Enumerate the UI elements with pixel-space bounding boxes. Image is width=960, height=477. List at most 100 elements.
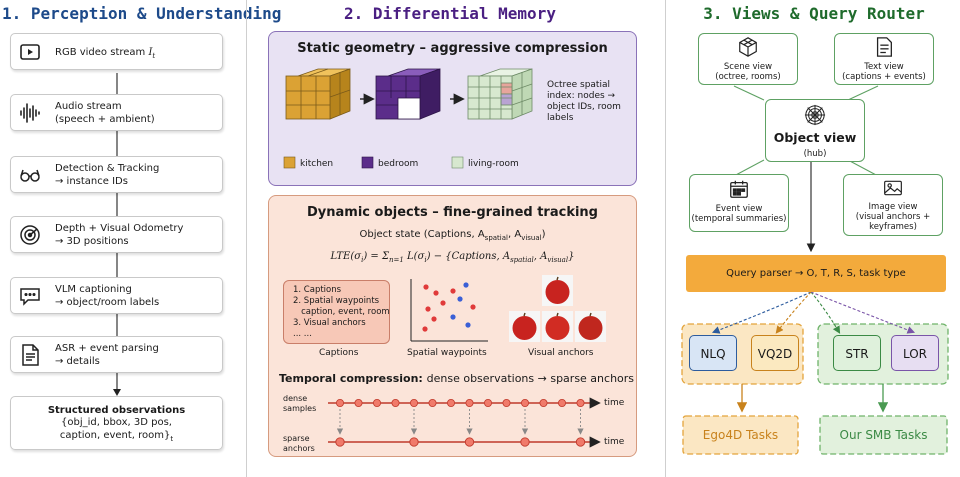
dense-sample-dot bbox=[446, 398, 455, 407]
sparse-anchor-dot bbox=[575, 437, 586, 447]
cube-grid-icon bbox=[739, 37, 757, 57]
smb-tasks-label: Our SMB Tasks bbox=[839, 428, 928, 442]
dense-sample-dot bbox=[576, 398, 585, 407]
column-divider bbox=[246, 0, 247, 477]
dense-sample-dot bbox=[354, 398, 363, 407]
octree-note: Octree spatial index: nodes → object IDs… bbox=[547, 80, 621, 123]
captions-list: 1. Captions 2. Spatial waypoints caption… bbox=[293, 285, 390, 339]
dense-sample-dot bbox=[539, 398, 548, 407]
captions-list-box: 1. Captions 2. Spatial waypoints caption… bbox=[283, 280, 390, 344]
image-view-box: Image view (visual anchors + keyframes) bbox=[843, 174, 943, 236]
image-view-label: Image view (visual anchors + keyframes) bbox=[855, 202, 931, 232]
text-document-icon bbox=[876, 37, 892, 57]
dense-sample-dot bbox=[391, 398, 400, 407]
apple-images bbox=[509, 275, 606, 342]
object-view-label: Object view bbox=[773, 130, 857, 145]
rgb-stream-label: RGB video stream bbox=[55, 47, 149, 58]
detection-tracking-box: Detection & Tracking → instance IDs bbox=[10, 156, 223, 193]
event-view-label: Event view (temporal summaries) bbox=[691, 204, 787, 224]
dynamic-illustration bbox=[328, 275, 606, 448]
spiderweb-icon bbox=[804, 104, 826, 126]
visual-anchors-caption: Visual anchors bbox=[528, 348, 594, 358]
task-nlq: NLQ bbox=[689, 335, 737, 371]
legend-bedroom: bedroom bbox=[378, 159, 419, 169]
image-icon bbox=[884, 180, 902, 196]
object-view-hub: Object view (hub) bbox=[765, 99, 865, 162]
glasses-icon bbox=[18, 163, 42, 187]
ego4d-tasks-label: Ego4D Tasks bbox=[702, 428, 779, 442]
views-title: 3. Views & Query Router bbox=[703, 4, 925, 23]
legend-living-room: living-room bbox=[468, 159, 519, 169]
column-divider bbox=[665, 0, 666, 477]
dense-sample-dot bbox=[465, 398, 474, 407]
living-room-swatch bbox=[451, 156, 464, 169]
ego4d-outcome-box bbox=[682, 415, 799, 455]
bedroom-octree-cube bbox=[375, 68, 441, 120]
dense-sample-dot bbox=[483, 398, 492, 407]
waypoints-caption: Spatial waypoints bbox=[407, 348, 487, 358]
sparse-anchor-dots bbox=[335, 437, 586, 447]
asr-event-label: ASR + event parsing → details bbox=[55, 343, 159, 367]
document-icon bbox=[18, 343, 42, 367]
time-label-sparse: time bbox=[604, 437, 625, 447]
legend-kitchen: kitchen bbox=[300, 159, 334, 169]
video-icon bbox=[18, 40, 42, 64]
kitchen-octree-cube bbox=[285, 68, 351, 120]
dense-sample-dot bbox=[557, 398, 566, 407]
rgb-stream-box: RGB video stream It bbox=[10, 33, 223, 70]
captions-caption: Captions bbox=[319, 348, 359, 358]
hub-label: (hub) bbox=[803, 149, 827, 159]
smb-outcome-box bbox=[819, 415, 948, 455]
sparse-anchor-dot bbox=[335, 437, 345, 447]
temporal-compression-text: dense observations → sparse anchors bbox=[426, 372, 635, 385]
sparse-anchor-dot bbox=[520, 437, 530, 447]
scene-view-label: Scene view (octree, rooms) bbox=[715, 62, 781, 82]
structured-observations-box: Structured observations {obj_id, bbox, 3… bbox=[10, 396, 223, 450]
static-geometry-title: Static geometry – aggressive compression bbox=[297, 41, 608, 56]
chat-icon bbox=[18, 284, 42, 308]
asr-event-box: ASR + event parsing → details bbox=[10, 336, 223, 373]
structured-observations-fields: {obj_id, bbox, 3D pos, caption, event, r… bbox=[59, 417, 172, 441]
radar-icon bbox=[18, 223, 42, 247]
octree-illustration bbox=[283, 68, 533, 169]
dense-samples-label: dense samples bbox=[283, 394, 317, 413]
task-vq2d: VQ2D bbox=[751, 335, 799, 371]
task-lor: LOR bbox=[891, 335, 939, 371]
dense-sample-dot bbox=[409, 398, 418, 407]
sparse-anchors-label: sparse anchors bbox=[283, 434, 315, 453]
object-state-label: Object state (Captions, A bbox=[359, 229, 485, 240]
dynamic-objects-title: Dynamic objects – fine-grained tracking bbox=[307, 205, 598, 220]
waveform-icon bbox=[18, 101, 42, 125]
lte-formula: LTE(σi) = Σn=1 L(σi) − {Captions, Aspati… bbox=[330, 251, 575, 264]
text-view-label: Text view (captions + events) bbox=[842, 62, 926, 82]
scene-view-box: Scene view (octree, rooms) bbox=[698, 33, 798, 85]
sparse-anchor-dot bbox=[464, 437, 475, 447]
depth-odometry-box: Depth + Visual Odometry → 3D positions bbox=[10, 216, 223, 253]
structured-observations-title: Structured observations bbox=[47, 405, 186, 416]
waypoint-scatter bbox=[410, 279, 488, 342]
text-view-box: Text view (captions + events) bbox=[834, 33, 934, 85]
bedroom-swatch bbox=[361, 156, 374, 169]
frame-variable: It bbox=[148, 47, 156, 60]
dense-sample-dot bbox=[520, 398, 529, 407]
depth-odometry-label: Depth + Visual Odometry → 3D positions bbox=[55, 223, 184, 247]
kitchen-swatch bbox=[283, 156, 296, 169]
time-label-dense: time bbox=[604, 398, 625, 408]
task-str: STR bbox=[833, 335, 881, 371]
dense-sample-dot bbox=[373, 398, 382, 407]
audio-stream-box: Audio stream (speech + ambient) bbox=[10, 94, 223, 131]
dense-sample-dot bbox=[428, 398, 437, 407]
audio-stream-label: Audio stream (speech + ambient) bbox=[55, 101, 155, 125]
detection-tracking-label: Detection & Tracking → instance IDs bbox=[55, 163, 160, 187]
memory-title: 2. Differential Memory bbox=[344, 4, 556, 23]
temporal-compression-title: Temporal compression: bbox=[279, 372, 427, 385]
vlm-captioning-box: VLM captioning → object/room labels bbox=[10, 277, 223, 314]
event-view-box: Event view (temporal summaries) bbox=[689, 174, 789, 232]
living-room-octree-cube bbox=[467, 68, 533, 120]
query-parser: Query parser → O, T, R, S, task type bbox=[686, 255, 946, 292]
dense-sample-dot bbox=[336, 398, 345, 407]
calendar-icon bbox=[730, 180, 748, 198]
dense-sample-dots bbox=[336, 398, 585, 407]
dense-sample-dot bbox=[502, 398, 511, 407]
perception-title: 1. Perception & Understanding bbox=[2, 4, 282, 23]
